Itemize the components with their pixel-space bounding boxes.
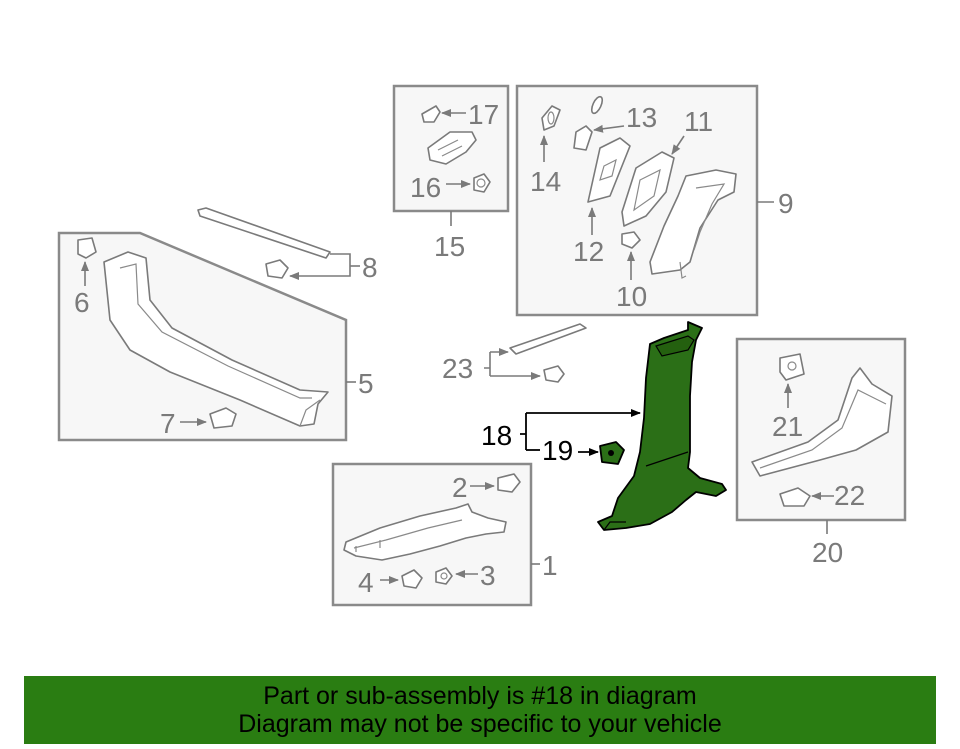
part-13-clip[interactable]: [573, 125, 593, 151]
assembly-box-9: 14 13 12 11 10 9: [515, 84, 794, 317]
callout-14: 14: [530, 166, 561, 197]
banner-line-1: Part or sub-assembly is #18 in diagram: [263, 682, 697, 710]
callout-2: 2: [452, 472, 468, 503]
part-16-bolt[interactable]: [473, 173, 491, 193]
part-13-clip-ring[interactable]: [590, 95, 605, 115]
part-18-pillar-trim-highlighted[interactable]: [597, 321, 727, 531]
callout-9: 9: [778, 188, 794, 219]
callout-8: 8: [362, 252, 378, 283]
part-6-clip[interactable]: [77, 237, 97, 259]
callout-7: 7: [160, 408, 176, 439]
part-14-grommet[interactable]: [541, 105, 561, 131]
callout-1: 1: [542, 550, 558, 581]
assembly-box-5: 6 7 5: [57, 231, 374, 442]
part-15-bracket[interactable]: [427, 131, 477, 165]
callout-22: 22: [834, 480, 865, 511]
part-7-clip[interactable]: [209, 407, 237, 429]
part-1-scuff-plate[interactable]: [343, 503, 507, 561]
part-4-retainer[interactable]: [401, 569, 423, 589]
callout-17: 17: [468, 99, 499, 130]
part-9-upper-pillar-trim[interactable]: [649, 169, 737, 279]
part-10-clip[interactable]: [621, 231, 641, 249]
assembly-box-20: 21 22 20: [735, 337, 907, 568]
part-21-clip[interactable]: [779, 353, 805, 381]
part-11-garnish[interactable]: [621, 151, 675, 227]
assembly-box-15: 17 16 15: [392, 84, 510, 262]
part-8-clip[interactable]: [265, 259, 289, 279]
part-20-sill-trim[interactable]: [751, 367, 893, 477]
callout-19: 19: [542, 435, 573, 466]
callout-15: 15: [434, 231, 465, 262]
callout-10: 10: [616, 281, 647, 312]
callout-6: 6: [74, 287, 90, 318]
callout-5: 5: [358, 368, 374, 399]
callout-12: 12: [573, 236, 604, 267]
part-3-bolt[interactable]: [435, 567, 453, 585]
assembly-box-1: 2 4 3 1: [331, 462, 558, 607]
part-5-sill-plate[interactable]: [103, 251, 329, 427]
info-banner: Part or sub-assembly is #18 in diagram D…: [24, 676, 936, 744]
callout-23: 23: [442, 353, 473, 384]
callout-11: 11: [684, 106, 713, 137]
part-23-weatherstrip[interactable]: [509, 323, 587, 355]
part-19-clip[interactable]: [599, 441, 625, 465]
banner-line-2: Diagram may not be specific to your vehi…: [238, 710, 722, 738]
callout-18: 18: [481, 420, 512, 451]
callout-4: 4: [358, 567, 374, 598]
callout-21: 21: [772, 411, 803, 442]
part-23-clip[interactable]: [543, 365, 565, 383]
callout-20: 20: [812, 537, 843, 568]
part-8-weatherstrip[interactable]: [197, 207, 331, 259]
callout-13: 13: [626, 102, 657, 133]
part-17-clip[interactable]: [421, 105, 441, 123]
part-22-clip[interactable]: [779, 487, 811, 507]
callout-3: 3: [480, 560, 496, 591]
part-2-clip[interactable]: [497, 473, 521, 493]
callout-16: 16: [410, 172, 441, 203]
part-12-trim-panel[interactable]: [587, 137, 631, 203]
